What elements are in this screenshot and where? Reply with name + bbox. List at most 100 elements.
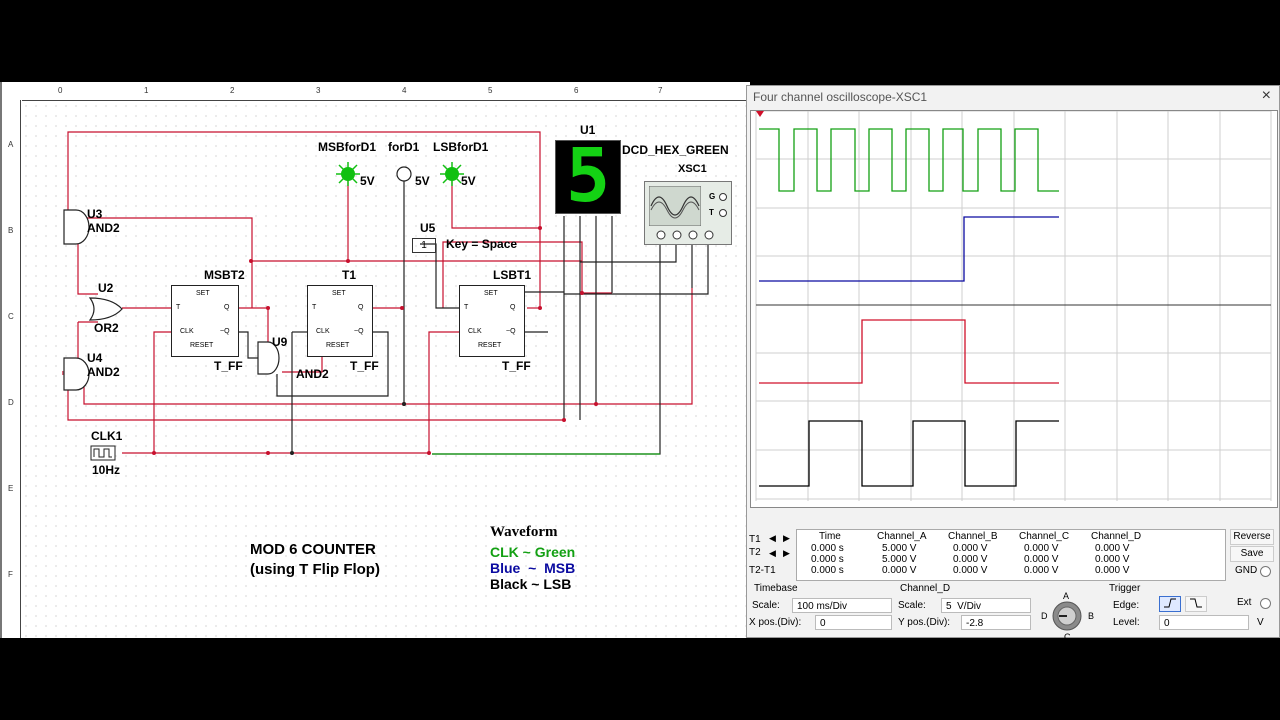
timebase-xpos-field[interactable]: 0 (815, 615, 892, 630)
probe-lsb-value: 5V (461, 174, 476, 188)
clock-freq: 10Hz (92, 463, 121, 477)
t1-right-arrow-icon[interactable]: ▶ (783, 533, 790, 543)
trigger-level-unit: V (1257, 617, 1264, 628)
ff-q: Q (358, 304, 364, 311)
flipflop-msbt2[interactable]: SET T Q CLK ~Q RESET (171, 285, 239, 357)
cell-t1-a: 5.000 V (882, 543, 917, 554)
gate-u9-ref: U9 (272, 335, 288, 349)
gate-u4-ref: U4 (87, 351, 103, 365)
col-header-time: Time (819, 531, 841, 542)
oscilloscope-window[interactable]: Four channel oscilloscope-XSC1 × T (746, 85, 1280, 642)
ff-qn: ~Q (506, 328, 516, 335)
row-label-t2-t1: T2-T1 (749, 565, 776, 576)
ff-t: T (312, 304, 317, 311)
ff-msbt2-name: MSBT2 (204, 268, 245, 282)
gate-u3-ref: U3 (87, 207, 103, 221)
circuit-subtitle: (using T Flip Flop) (250, 561, 380, 578)
channel-selector-knob-icon[interactable] (1051, 600, 1083, 632)
ff-qn: ~Q (220, 328, 230, 335)
scope-screen-icon (649, 186, 701, 226)
ff-reset: RESET (190, 342, 214, 349)
and-gate-u9-icon[interactable] (256, 340, 282, 376)
reverse-button[interactable]: Reverse (1230, 529, 1274, 545)
ruler-tick: 7 (658, 86, 663, 95)
scope-symbol-ref: XSC1 (678, 163, 707, 175)
timebase-heading: Timebase (754, 583, 798, 594)
clock-ref: CLK1 (91, 429, 123, 443)
row-label-t1: T1 (749, 534, 761, 545)
circuit-title: MOD 6 COUNTER (250, 541, 376, 558)
ff-clk: CLK (316, 328, 330, 335)
probe-msb-value: 5V (360, 174, 375, 188)
cell-t2-d: 0.000 V (1095, 554, 1130, 565)
flipflop-t1[interactable]: SET T Q CLK ~Q RESET (307, 285, 373, 357)
measurement-table: Time Channel_A Channel_B Channel_C Chann… (796, 529, 1226, 581)
gnd-label: GND (1235, 565, 1258, 576)
timebase-scale-label: Scale: (752, 600, 780, 611)
schematic-workspace[interactable]: 0 1 2 3 4 5 6 7 A B C D E F (0, 82, 750, 638)
t2-right-arrow-icon[interactable]: ▶ (783, 548, 790, 558)
key-switch[interactable]: 1 (412, 238, 436, 253)
oscilloscope-screen[interactable] (750, 110, 1278, 508)
cell-t2t1-c: 0.000 V (1024, 565, 1059, 576)
and-gate-u3-icon[interactable] (62, 208, 92, 246)
channel-scale-field[interactable]: 5 V/Div (941, 598, 1031, 613)
probe-msb-label: MSBforD1 (318, 140, 377, 154)
display-name: DCD_HEX_GREEN (622, 143, 729, 157)
ruler-tick: D (8, 398, 14, 407)
t1-left-arrow-icon[interactable]: ◀ (769, 533, 776, 543)
cell-t2t1-time: 0.000 s (811, 565, 844, 576)
ruler-tick: 3 (316, 86, 321, 95)
trigger-edge-label: Edge: (1113, 600, 1140, 611)
gnd-radio[interactable] (1260, 566, 1271, 577)
ff-t1-name: T1 (342, 268, 357, 282)
seven-segment-display[interactable]: 5 (555, 133, 621, 219)
trigger-ext-label: Ext (1237, 597, 1252, 608)
close-icon[interactable]: × (1261, 87, 1271, 104)
probe-mid-lamp-icon[interactable] (395, 165, 413, 183)
scope-channel-terminals-icon (656, 230, 714, 240)
knob-label-d: D (1041, 611, 1048, 621)
or-gate-u2-icon[interactable] (88, 296, 124, 322)
col-header-channel-c: Channel_C (1019, 531, 1070, 542)
cell-t2t1-d: 0.000 V (1095, 565, 1130, 576)
probe-mid-label: forD1 (388, 140, 420, 154)
key-label: Key = Space (446, 237, 518, 251)
flipflop-lsbt1[interactable]: SET T Q CLK ~Q RESET (459, 285, 525, 357)
ruler-tick: 1 (144, 86, 149, 95)
trigger-ext-radio[interactable] (1260, 598, 1271, 609)
cell-t2-b: 0.000 V (953, 554, 988, 565)
falling-edge-button[interactable] (1185, 596, 1207, 612)
trigger-level-field[interactable]: 0 (1159, 615, 1249, 630)
ff-reset: RESET (326, 342, 350, 349)
cell-t2-time: 0.000 s (811, 554, 844, 565)
knob-label-a: A (1063, 591, 1070, 601)
channel-ypos-label: Y pos.(Div): (898, 617, 951, 628)
clock-source-icon[interactable] (90, 445, 116, 461)
ff-set: SET (484, 290, 498, 297)
ff-clk: CLK (468, 328, 482, 335)
schematic-sheet (21, 101, 750, 638)
channel-ypos-field[interactable]: -2.8 (961, 615, 1031, 630)
ff-q: Q (224, 304, 230, 311)
timebase-scale-field[interactable]: 100 ms/Div (792, 598, 892, 613)
ruler-tick: C (8, 312, 14, 321)
save-button[interactable]: Save (1230, 546, 1274, 562)
rising-edge-button[interactable] (1159, 596, 1181, 612)
ff-t: T (176, 304, 181, 311)
ff-set: SET (196, 290, 210, 297)
trigger-heading: Trigger (1109, 583, 1141, 594)
ruler-tick: 2 (230, 86, 235, 95)
scope-symbol[interactable]: G T (644, 181, 732, 245)
cell-t1-d: 0.000 V (1095, 543, 1130, 554)
col-header-channel-a: Channel_A (877, 531, 927, 542)
probe-lsb-lamp-icon[interactable] (439, 161, 465, 187)
and-gate-u4-icon[interactable] (62, 356, 92, 392)
ruler-top: 0 1 2 3 4 5 6 7 (22, 86, 750, 101)
gate-u9-type: AND2 (296, 367, 329, 381)
legend-lsb: Black ~ LSB (490, 576, 572, 592)
ruler-tick: 6 (574, 86, 579, 95)
probe-msb-lamp-icon[interactable] (335, 161, 361, 187)
t2-left-arrow-icon[interactable]: ◀ (769, 548, 776, 558)
ff-set: SET (332, 290, 346, 297)
